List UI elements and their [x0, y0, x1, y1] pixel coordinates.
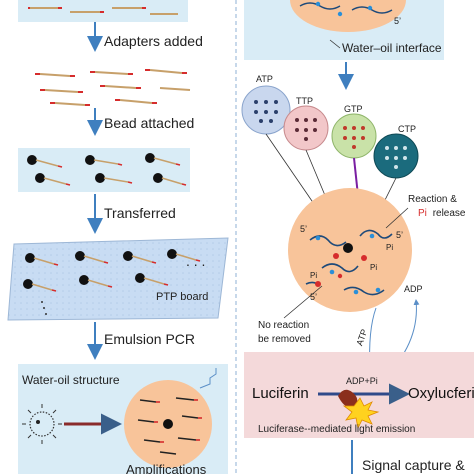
interface-pointer	[329, 39, 341, 49]
water-oil-interface-label: Water–oil interface	[342, 41, 442, 55]
ctp-label: CTP	[398, 124, 416, 134]
pi-label-2: Pi	[370, 263, 377, 272]
oxyluciferin-label: Oxylucferin	[408, 385, 474, 402]
five-prime-left: 5’	[300, 224, 307, 234]
ptp-board	[7, 237, 229, 321]
amplifications-label: Amplifications	[126, 462, 207, 474]
gtp-label: GTP	[344, 104, 363, 114]
adp-pi-label: ADP+Pi	[346, 376, 378, 386]
adapter-strands	[35, 69, 191, 106]
bead-panel	[18, 148, 190, 192]
five-prime-right: 5’	[396, 230, 403, 240]
water-oil-structure-label: Water-oil structure	[22, 373, 120, 387]
pi-label-3: Pi	[310, 271, 317, 280]
reaction-release-line1: Reaction &	[408, 194, 457, 205]
reaction-droplet	[288, 188, 412, 312]
step-emulsion-pcr: Emulsion PCR	[104, 331, 195, 347]
micelle-icon	[22, 404, 62, 444]
luciferin-label: Luciferin	[252, 385, 309, 402]
ttp-circle	[283, 105, 329, 151]
no-reaction-pointer	[283, 285, 323, 319]
five-prime-bottom: 5’	[310, 292, 317, 302]
reaction-release-word: release	[433, 208, 466, 219]
no-reaction-line2: be removed	[258, 334, 311, 345]
reaction-pi: Pi	[418, 208, 427, 219]
atp-circle	[241, 85, 291, 135]
luciferase-caption: Luciferase--mediated light emission	[258, 424, 415, 435]
adapter-panel	[18, 0, 188, 22]
signal-capture-label: Signal capture &	[362, 457, 465, 473]
step-transferred: Transferred	[104, 205, 176, 221]
gtp-circle	[331, 113, 377, 159]
light-burst-icon	[342, 397, 380, 430]
adp-label: ADP	[404, 284, 423, 294]
five-prime-top: 5’	[394, 16, 401, 26]
step-bead-attached: Bead attached	[104, 115, 194, 131]
reaction-release-line2: Pi release	[418, 208, 466, 219]
pi-label-1: Pi	[386, 243, 393, 252]
atp-arrow-label: ATP	[354, 328, 369, 347]
enzyme-icon	[338, 389, 358, 408]
ttp-label: TTP	[296, 96, 313, 106]
atp-label: ATP	[256, 74, 273, 84]
step-adapters-added: Adapters added	[104, 33, 203, 49]
emulsion-panel	[18, 364, 228, 474]
ptp-board-label: PTP board	[156, 291, 208, 303]
reaction-pointer	[385, 207, 409, 229]
interface-bead	[244, 0, 444, 60]
no-reaction-line1: No reaction	[258, 320, 309, 331]
board-dots: . . .	[186, 253, 205, 269]
ctp-circle	[373, 133, 419, 179]
